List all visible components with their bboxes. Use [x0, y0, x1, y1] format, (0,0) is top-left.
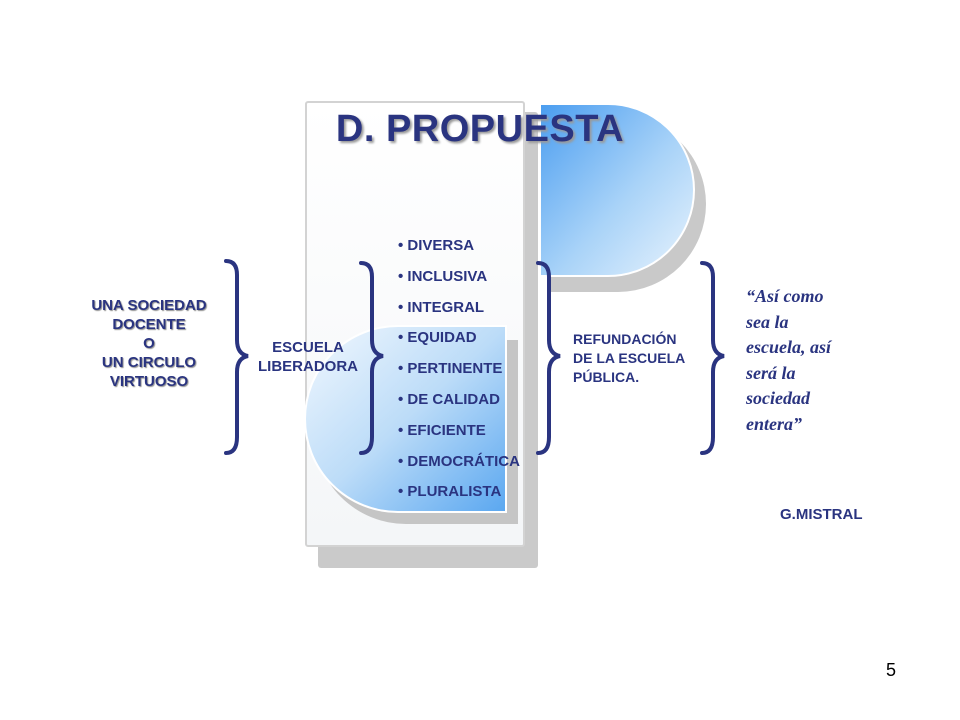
attribute-item: INTEGRAL [398, 298, 520, 329]
attribute-item: EQUIDAD [398, 328, 520, 359]
quote-line: será la [746, 362, 796, 383]
escuela-line: LIBERADORA [258, 358, 358, 375]
sociedad-docente-text: UNA SOCIEDAD DOCENTE O UN CIRCULO VIRTUO… [90, 296, 208, 391]
left-text-line: VIRTUOSO [109, 373, 189, 390]
left-text-line: DOCENTE [112, 316, 186, 333]
page-number: 5 [886, 660, 897, 680]
brace-3 [536, 261, 561, 455]
attribute-item: PERTINENTE [398, 359, 520, 390]
left-text-line: UNA SOCIEDAD [91, 297, 207, 314]
attribute-item: INCLUSIVA [398, 267, 520, 298]
attribute-item: DE CALIDAD [398, 390, 520, 421]
mistral-quote: “Así como sea la escuela, así será la so… [746, 284, 866, 437]
quote-line: sociedad [746, 388, 810, 408]
attribute-item: EFICIENTE [398, 421, 520, 452]
quote-line: “Así como [746, 286, 824, 306]
refundacion-text: REFUNDACIÓN DE LA ESCUELA PÚBLICA. [573, 330, 713, 387]
brace-4 [700, 261, 725, 455]
quote-line: sea la [746, 311, 789, 332]
escuela-line: ESCUELA [272, 339, 344, 356]
refund-line: PÚBLICA. [573, 369, 640, 385]
left-text-line: UN CIRCULO [101, 354, 197, 371]
quote-line: entera” [746, 413, 802, 434]
quote-line: escuela, así [746, 337, 831, 357]
quote-author: G.MISTRAL [780, 506, 863, 523]
refund-line: DE LA ESCUELA [573, 350, 686, 366]
refund-line: REFUNDACIÓN [573, 331, 677, 347]
brace-2 [359, 261, 384, 455]
left-text-line: O [143, 335, 155, 352]
attribute-item: DIVERSA [398, 236, 520, 267]
d-letter-shape [539, 103, 695, 277]
slide-title: D. PROPUESTA [335, 108, 625, 150]
attributes-list: DIVERSA INCLUSIVA INTEGRAL EQUIDAD PERTI… [398, 236, 520, 513]
attribute-item: PLURALISTA [398, 482, 520, 513]
brace-1 [224, 259, 249, 455]
attribute-item: DEMOCRÁTICA [398, 452, 520, 483]
escuela-liberadora-text: ESCUELA LIBERADORA [250, 338, 366, 376]
